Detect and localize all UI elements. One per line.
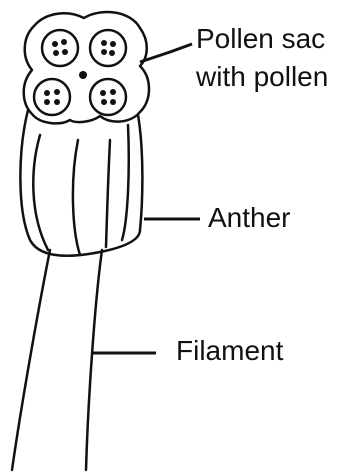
pollen-sac-top-left [42, 30, 78, 66]
anther-lobe-line-3 [106, 140, 110, 247]
anther-lobe-line-2 [73, 140, 80, 255]
anther-lobe-line-1 [33, 135, 48, 250]
pollen-sac-label-line2: with pollen [196, 60, 328, 94]
pollen-sac-bottom-left [34, 79, 70, 115]
filament-right-edge [86, 250, 102, 470]
filament-label: Filament [176, 334, 283, 368]
pollen-sac-bottom-right [90, 79, 126, 115]
pollen-sac-top-right [90, 30, 126, 66]
anther-label: Anther [208, 201, 291, 235]
pollen-sac-label-line1: Pollen sac [196, 22, 325, 56]
filament [12, 250, 50, 470]
anther-lobe-line-4 [122, 125, 129, 240]
